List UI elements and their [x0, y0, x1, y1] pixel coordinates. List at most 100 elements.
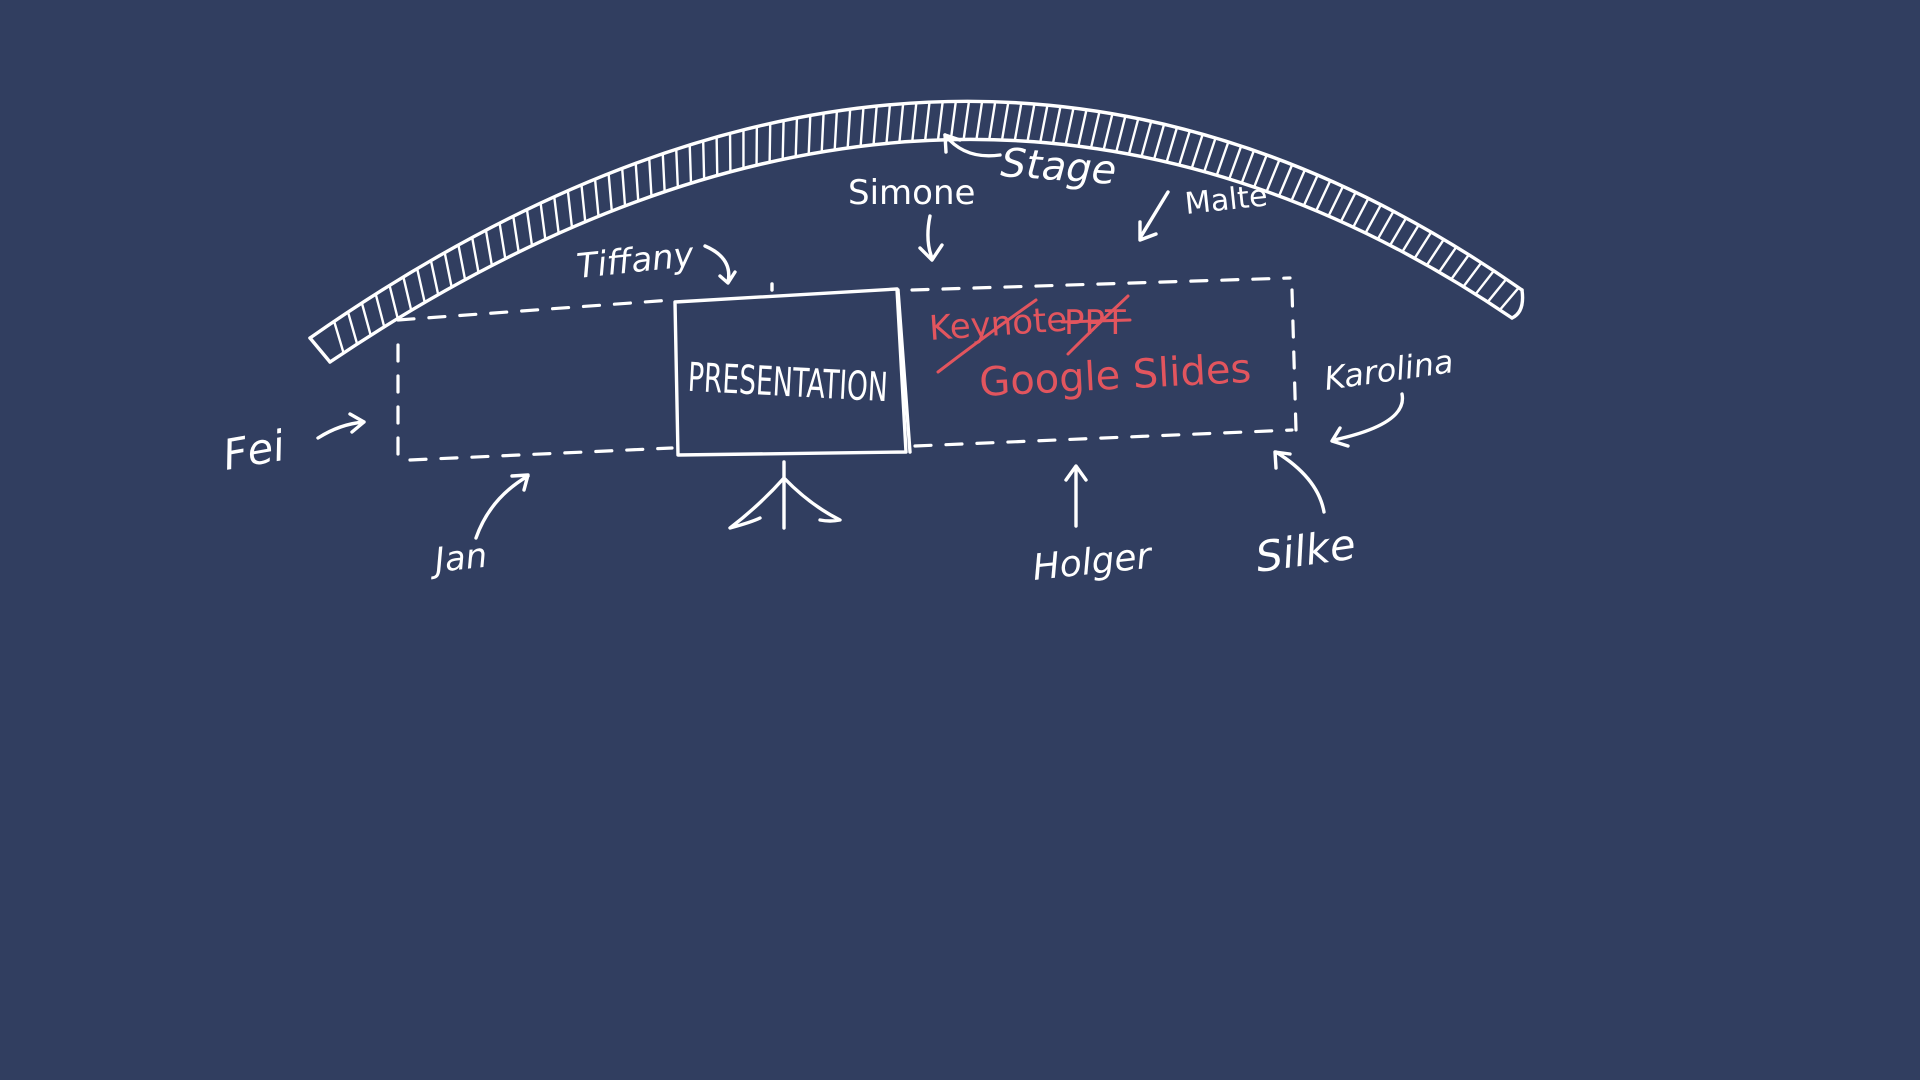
stage-hatch-mark [498, 221, 507, 260]
stage-hatch-mark [1089, 110, 1101, 150]
stage-hatch-mark [332, 320, 345, 355]
karolina-label: Karolina [1322, 342, 1456, 398]
silke-label: Silke [1253, 519, 1359, 581]
stage-hatch-mark [415, 267, 426, 304]
stage-hatch-mark [1203, 136, 1217, 173]
stage-hatch-mark [593, 177, 600, 218]
stage-hatch-mark [512, 215, 520, 254]
stage-hatch-mark [1401, 223, 1420, 253]
stage-hatch-mark [988, 100, 997, 141]
jan-label: Jan [427, 536, 489, 582]
audience-area-right [910, 276, 1298, 448]
stage-hatch-mark [807, 114, 812, 156]
stage-hatch-mark [1102, 112, 1114, 151]
stage-hatch-mark [846, 107, 852, 150]
fei-label: Fei [219, 421, 289, 480]
stage-hatch-mark [859, 106, 865, 148]
stage-hatch-mark [688, 143, 693, 185]
stage-hatch-mark [1498, 286, 1520, 312]
stage-hatch-mark [1339, 191, 1357, 223]
stage-hatch-mark [1240, 149, 1256, 185]
stage-hatch-mark [1115, 114, 1127, 154]
stage-hatch-mark [975, 100, 984, 141]
stage-hatch-mark [525, 208, 534, 247]
software-rejected-keynote: Keynote [928, 299, 1069, 349]
silke-annotation: Silke [1253, 450, 1359, 582]
stage-hatch-mark [1474, 269, 1496, 296]
stage-hatch-mark [429, 259, 440, 296]
stage-hatch-mark [911, 101, 918, 143]
simone-label: Simone [848, 173, 975, 213]
stage-hatch-mark [1077, 108, 1088, 148]
stage-hatch-mark [794, 116, 799, 158]
stage-hatch-mark [768, 122, 772, 164]
stage-hatch-mark [1140, 120, 1153, 158]
stage-hatch-mark [443, 251, 453, 289]
tiffany-annotation: Tiffany [575, 235, 737, 287]
stage-hatch-mark [1013, 101, 1023, 142]
stage-hatch-mark [402, 275, 413, 312]
stage-hatch-mark [1215, 140, 1230, 177]
stage-hatch-mark [936, 100, 944, 142]
stage-hatch-mark [634, 162, 640, 203]
stage-hatch-mark [1327, 185, 1345, 218]
fei-annotation: Fei [219, 412, 366, 480]
stage-hatch-mark [1026, 102, 1036, 143]
stage-hatch-mark [566, 189, 574, 229]
stage-hatch-mark [1165, 126, 1179, 164]
stage-hatch-mark [553, 195, 560, 235]
stage-hatch-mark [923, 100, 931, 142]
stage-hatch-mark [661, 152, 666, 193]
presentation-screen: PRESENTATION [673, 282, 912, 530]
stage-hatch-mark [949, 100, 958, 141]
audience-area-left [396, 298, 674, 462]
stage-hatch-mark [962, 100, 971, 141]
stage-hatch-mark [1265, 158, 1281, 193]
stage-hatch-mark [539, 201, 547, 241]
simone-annotation: Simone [848, 173, 975, 262]
stage-hatch-mark [1178, 129, 1192, 167]
tiffany-label: Tiffany [575, 235, 697, 287]
malte-annotation: Malte [1138, 178, 1269, 242]
stage-hatch-mark [1437, 245, 1458, 274]
stage-hatch-mark [1039, 103, 1049, 144]
stage-hatch-mark [470, 236, 480, 274]
stage-hatch-mark [833, 109, 839, 152]
stage-hatch-mark [1064, 106, 1075, 146]
stage-hatch-mark [1127, 117, 1140, 156]
stage-hatch-mark [675, 148, 680, 189]
stage-hatch-mark [1388, 216, 1408, 247]
stage-hatch-mark [1051, 105, 1062, 145]
stage-hatch-mark [885, 103, 892, 145]
stage-hatch-mark [1462, 261, 1483, 288]
stage-label: Stage [999, 140, 1118, 194]
stage-arrow [943, 133, 1002, 158]
stage-hatch-mark [1228, 144, 1243, 181]
stage-hatch-mark [580, 183, 587, 224]
jan-annotation: Jan [427, 473, 530, 582]
stage-hatch-mark [484, 229, 494, 267]
stage-hatch-mark [1000, 101, 1010, 142]
stage-hatch-mark [1376, 210, 1395, 241]
stage-hatch-mark [1190, 133, 1204, 170]
stage-hatch-mark [872, 104, 878, 146]
stage-hatch-mark [781, 119, 785, 161]
stage-hatch-mark [1486, 277, 1508, 304]
ppt-strike [1066, 294, 1130, 356]
stage-hatch-mark [457, 243, 467, 281]
stage-hatch-mark [360, 301, 372, 337]
stage-hatch-mark [607, 172, 613, 213]
stage-hatch-mark [346, 310, 359, 346]
stage-hatch-mark [1450, 253, 1471, 281]
stage-hatch-mark [1252, 153, 1268, 189]
software-choice: Keynote PPT Google Slides [928, 294, 1252, 406]
software-chosen: Google Slides [978, 346, 1252, 406]
stage-hatch-mark [715, 135, 719, 177]
stage-hatch-mark [620, 167, 627, 208]
malte-label: Malte [1183, 178, 1269, 221]
keynote-strike [936, 298, 1038, 374]
stage-hatch-mark [1315, 179, 1332, 212]
stage-hatch-mark [648, 157, 653, 198]
stage-hatch-mark [1302, 173, 1319, 207]
